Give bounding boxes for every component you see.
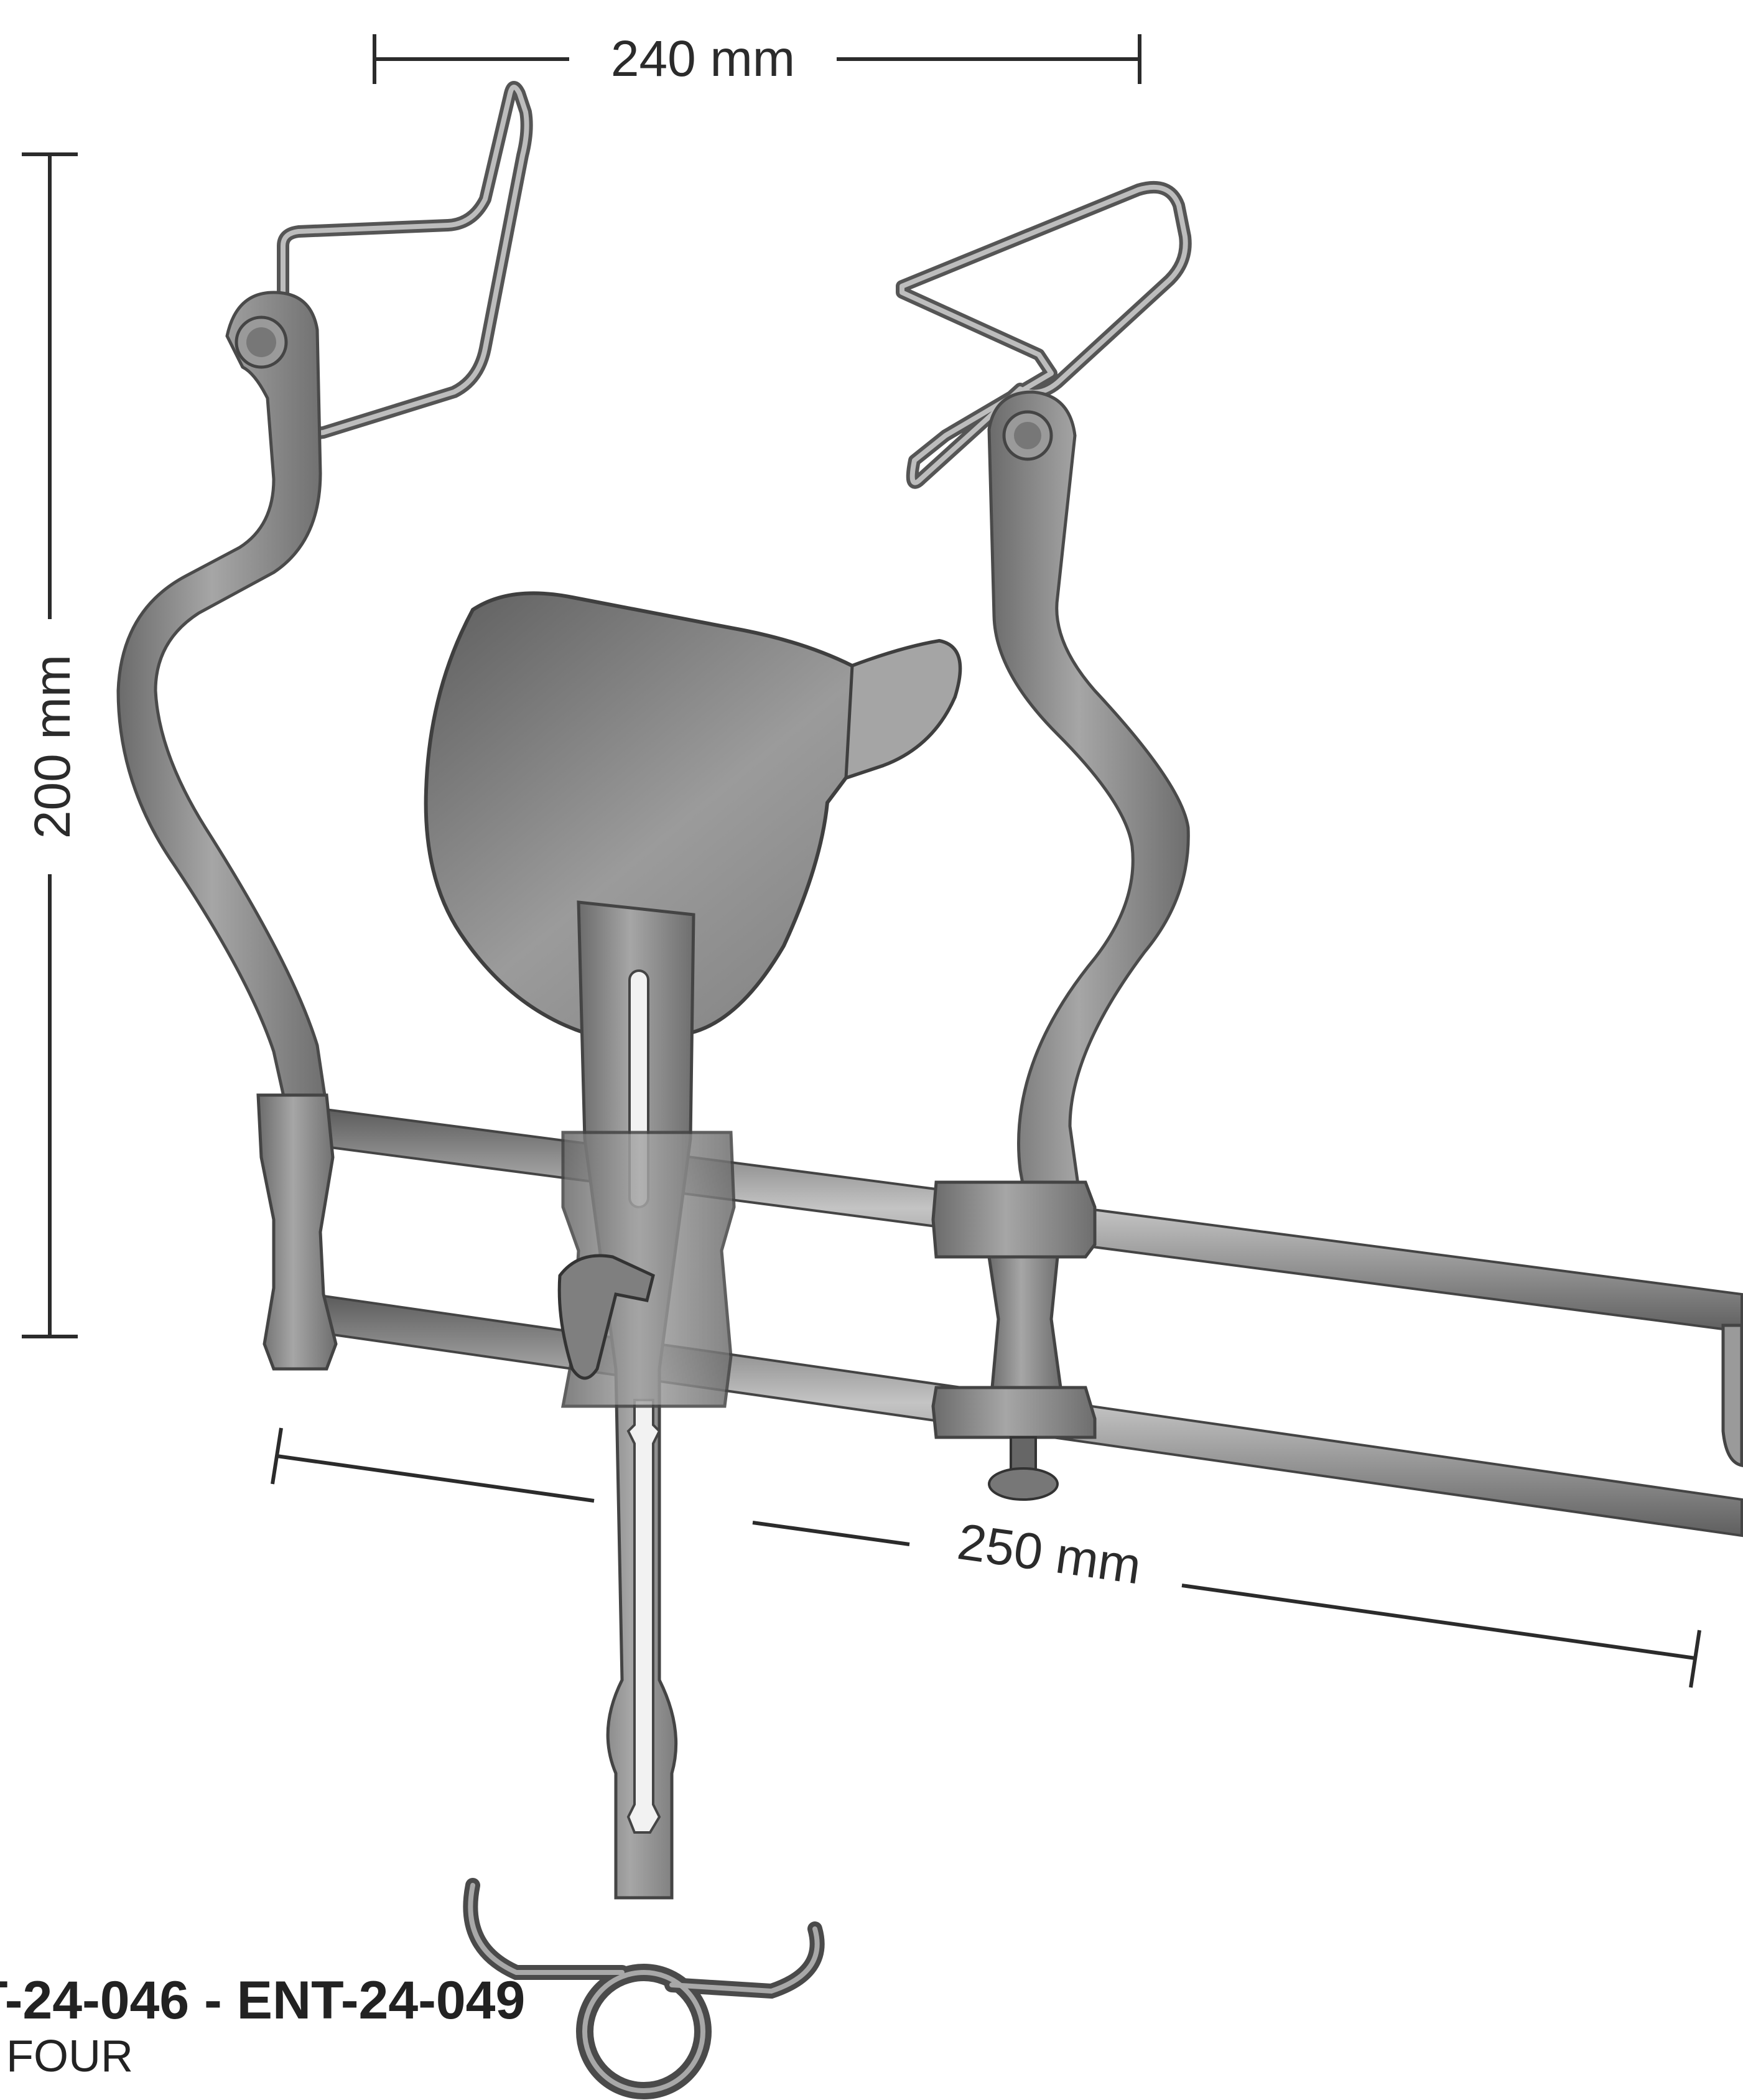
tongue-blade bbox=[424, 591, 962, 1035]
dimension-height bbox=[22, 152, 78, 1338]
rod-end-hook bbox=[1721, 1323, 1743, 1467]
left-frame-block bbox=[256, 1093, 338, 1371]
left-wire-blade bbox=[277, 81, 533, 439]
central-stem bbox=[560, 900, 736, 1900]
right-arm bbox=[987, 390, 1190, 1240]
handle-highlight bbox=[468, 1883, 820, 2093]
dimension-height-label: 200 mm bbox=[24, 655, 81, 839]
dimension-length-label: 250 mm bbox=[954, 1513, 1145, 1595]
right-wire-blade bbox=[896, 180, 1192, 489]
product-name: FOUR bbox=[6, 2032, 133, 2081]
product-caption: T-24-046 - ENT-24-049 FOUR bbox=[0, 1969, 535, 2081]
left-arm bbox=[116, 291, 328, 1109]
dimension-width-label: 240 mm bbox=[611, 30, 795, 87]
dimension-length bbox=[271, 1427, 1701, 1688]
right-sliding-block bbox=[931, 1180, 1097, 1501]
dimension-width bbox=[373, 34, 1141, 84]
product-code: T-24-046 - ENT-24-049 bbox=[0, 1971, 526, 2030]
ratchet-pawl bbox=[557, 1254, 655, 1380]
